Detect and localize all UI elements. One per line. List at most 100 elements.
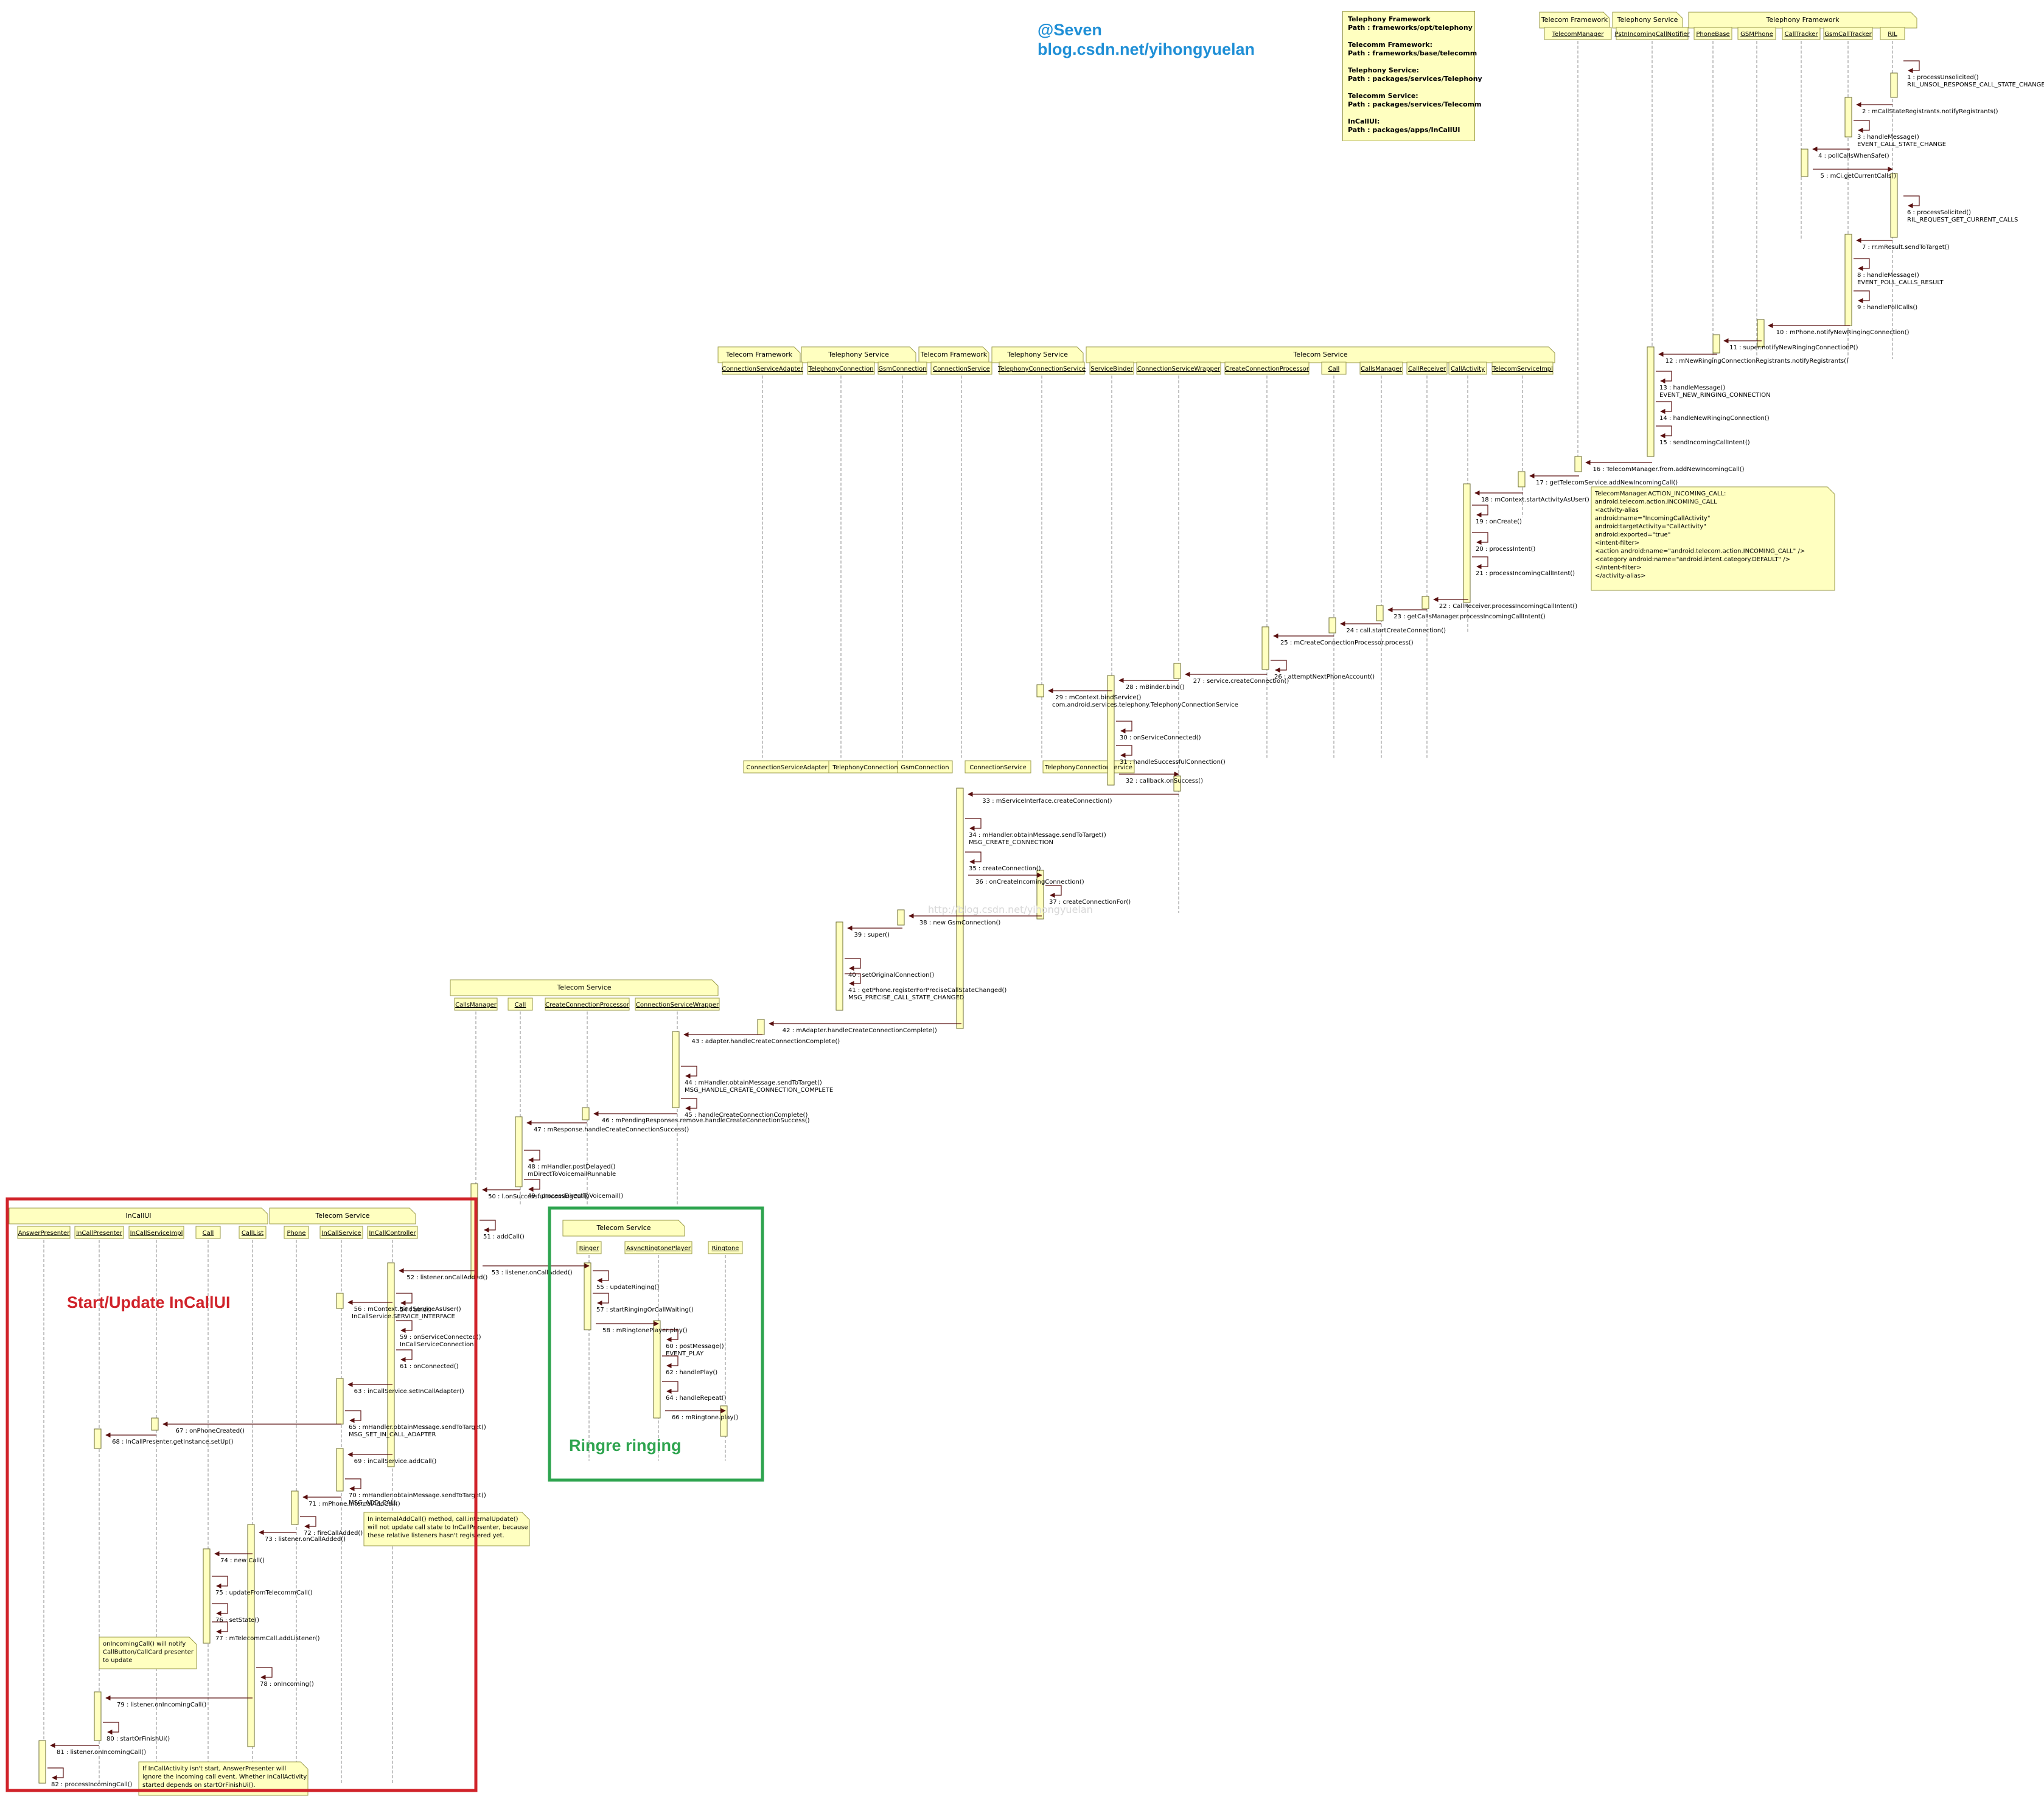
info-note-line: InCallUI: [1348, 117, 1380, 125]
message-label: 61 : onConnected() [400, 1363, 459, 1370]
message-sublabel: mDirectToVoicemailRunnable [528, 1171, 616, 1178]
activation-bar [1844, 234, 1852, 326]
group-frame [562, 1220, 685, 1237]
self-message-arrow [47, 1767, 64, 1781]
message-label: 66 : mRingtone.play() [672, 1414, 738, 1421]
activation-bar [757, 1019, 765, 1035]
lifeline-head [367, 1226, 418, 1239]
self-message-arrow [256, 1667, 273, 1680]
message-label: 48 : mHandler.postDelayed() [528, 1164, 616, 1170]
lifeline-name: Call [203, 1230, 214, 1237]
lifeline-head [128, 1226, 184, 1239]
watermark-url: blog.csdn.net/yihongyuelan [1038, 40, 1255, 58]
message-label: 13 : handleMessage() [1659, 385, 1725, 391]
message-label: 18 : mContext.startActivityAsUser() [1481, 497, 1589, 503]
note-line: will not update call state to InCallPres… [368, 1525, 528, 1531]
lifeline-head [74, 1226, 124, 1239]
message-label: 1 : processUnsolicited() [1907, 74, 1979, 81]
message-label: 20 : processIntent() [1476, 546, 1535, 553]
message-label: 42 : mAdapter.handleCreateConnectionComp… [783, 1027, 937, 1034]
lifeline-name: CallActivity [1451, 366, 1485, 372]
lifeline-name: InCallService [322, 1230, 361, 1237]
activation-bar [151, 1417, 159, 1431]
lifeline-name: TelecomManager [1552, 31, 1605, 38]
note-line: <activity-alias [1595, 507, 1639, 514]
lifeline-name: TelephonyConnectionService [1044, 764, 1132, 771]
activation-bar [336, 1293, 344, 1309]
lifeline-name: Call [515, 1002, 526, 1008]
note-box [363, 1512, 530, 1546]
message-label: 38 : new GsmConnection() [919, 920, 1000, 926]
message-label: 14 : handleNewRingingConnection() [1659, 415, 1770, 422]
self-message-arrow [1045, 885, 1062, 898]
message-label: 69 : inCallService.addCall() [354, 1458, 437, 1465]
self-message-arrow [1903, 195, 1920, 209]
message-label: 65 : mHandler.obtainMessage.sendToTarget… [349, 1424, 486, 1431]
self-message-arrow [1854, 120, 1870, 133]
message-label: 82 : processIncomingCall() [51, 1781, 133, 1788]
lifeline-name: CreateConnectionProcessor [1225, 366, 1310, 372]
group-label: Telephony Service [828, 351, 889, 358]
note-line: these relative listeners hasn't register… [368, 1532, 504, 1539]
faint-watermark: http://blog.csdn.net/yihongyuelan [928, 904, 1093, 915]
group-label: Telecom Service [315, 1212, 369, 1220]
highlight-regions [5, 1197, 764, 1792]
activation-bar [1890, 72, 1898, 98]
ringer-region-label: Ringre ringing [569, 1436, 682, 1455]
activation-bar [1107, 675, 1115, 786]
message-label: 70 : mHandler.obtainMessage.sendToTarget… [349, 1492, 486, 1499]
message-label: 46 : mPendingResponses.remove.handleCrea… [602, 1117, 810, 1124]
self-message-arrow [212, 1576, 228, 1589]
message-sublabel: RIL_UNSOL_RESPONSE_CALL_STATE_CHANGED [1907, 82, 2044, 88]
activation-bar [38, 1740, 46, 1784]
self-message-arrow [593, 1270, 609, 1284]
note-line: android:exported="true" [1595, 532, 1670, 539]
lifeline-name: GsmConnection [901, 764, 949, 771]
activation-bar [94, 1428, 102, 1449]
lifeline-head [624, 1241, 692, 1254]
self-message-arrow [1116, 745, 1132, 758]
message-label: 75 : updateFromTelecommCall() [215, 1590, 313, 1596]
message-label: 5 : mCi.getCurrentCalls() [1821, 173, 1897, 180]
activation-bar [1757, 319, 1765, 348]
message-label: 47 : mResponse.handleCreateConnectionSuc… [534, 1127, 689, 1133]
message-label: 31 : handleSuccessfulConnection() [1120, 759, 1226, 766]
note-line: started depends on startOrFinishUi(). [142, 1782, 256, 1789]
lifeline-head [545, 997, 630, 1011]
self-message-arrow [396, 1320, 413, 1333]
lifeline-head [1406, 362, 1448, 375]
message-label: 39 : super() [854, 932, 890, 938]
group-label: Telecom Framework [1541, 16, 1608, 24]
activation-bar [1844, 97, 1852, 138]
self-message-arrow [965, 818, 982, 831]
info-note-line: Path : frameworks/opt/telephony [1348, 24, 1473, 32]
lifeline-head [454, 997, 498, 1011]
note-line: TelecomManager.ACTION_INCOMING_CALL: [1594, 491, 1726, 497]
lifeline-name: ConnectionService [933, 366, 990, 372]
activation-bar [515, 1116, 523, 1187]
activation-bar [653, 1320, 661, 1419]
note-line: <intent-filter> [1595, 540, 1639, 547]
group-frame [1539, 12, 1610, 29]
message-label: 58 : mRingtonePlayer.play() [602, 1327, 688, 1334]
lifeline-head [1448, 362, 1487, 375]
lifeline-name: AsyncRingtonePlayer [626, 1245, 691, 1252]
message-label: 55 : updateRinging() [596, 1284, 659, 1291]
self-message-arrow [662, 1329, 678, 1343]
message-sublabel: MSG_PRECISE_CALL_STATE_CHANGED [848, 994, 964, 1001]
self-message-arrow [103, 1722, 119, 1735]
activation-bar [1574, 456, 1582, 472]
message-label: 37 : createConnectionFor() [1049, 899, 1131, 906]
self-message-arrow [1854, 290, 1870, 304]
lifeline-name: PstnIncomingCallNotifier [1615, 31, 1690, 38]
group-frame [450, 979, 719, 996]
message-sublabel: EVENT_POLL_CALLS_RESULT [1857, 279, 1944, 286]
message-label: 10 : mPhone.notifyNewRingingConnection() [1776, 329, 1910, 336]
group-label: Telephony Service [1006, 351, 1068, 358]
group-frame [9, 1207, 268, 1224]
info-note-line: Telephony Service: [1348, 66, 1419, 74]
lifeline-head [807, 362, 875, 375]
message-sublabel: EVENT_NEW_RINGING_CONNECTION [1659, 392, 1771, 399]
message-label: 73 : listener.onCallAdded() [265, 1536, 346, 1543]
activation-bar [672, 1031, 680, 1108]
